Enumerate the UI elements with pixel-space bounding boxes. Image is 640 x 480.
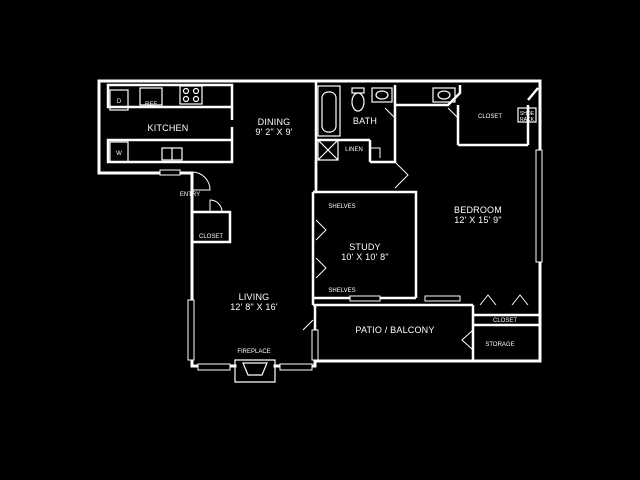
study-closet-door-2: [315, 257, 327, 279]
dining-label: DINING: [258, 117, 291, 127]
doors: [191, 107, 529, 351]
fixtures: [109, 85, 537, 383]
dining-size: 9' 2" X 9': [255, 127, 292, 137]
washer: [109, 141, 129, 163]
closet-entry-label: CLOSET: [199, 234, 223, 240]
shoe-rack: [517, 107, 537, 123]
bedroom-label: BEDROOM: [454, 205, 502, 215]
stove: [179, 85, 203, 105]
living-window: [187, 299, 195, 361]
closet-bedroom-label: CLOSET: [478, 114, 502, 120]
bedroom-window: [535, 149, 543, 263]
labels: KITCHEN DINING 9' 2" X 9' BATH BEDROOM 1…: [116, 99, 535, 355]
bedroom-size: 12' X 15' 9": [454, 215, 502, 225]
closet-bedroom-door: [447, 107, 459, 128]
bath-door: [394, 161, 409, 189]
study-closet-door: [315, 219, 327, 241]
rack-label: RACK: [520, 117, 535, 123]
closet-bedroom-lower-label: CLOSET: [493, 318, 517, 324]
fireplace-label: FIREPLACE: [237, 349, 270, 355]
bath-sink-2: [432, 87, 456, 103]
study-size: 10' X 10' 8": [341, 252, 389, 262]
storage-door: [461, 329, 474, 351]
windows: [159, 149, 543, 371]
shelves-top-label: SHELVES: [328, 204, 355, 210]
dryer: [109, 89, 129, 111]
patio-window: [311, 329, 319, 361]
kitchen-window: [159, 169, 181, 176]
living-window-right: [279, 363, 313, 371]
linen-label: LINEN: [345, 147, 363, 153]
study-window: [349, 295, 381, 302]
bath-label: BATH: [353, 116, 377, 126]
bedroom-patio-window: [424, 295, 461, 302]
ref-label: REF: [145, 102, 157, 108]
refrigerator: [139, 87, 163, 106]
bathtub: [317, 85, 341, 137]
living-window-left: [197, 363, 231, 371]
living-label: LIVING: [239, 292, 270, 302]
dryer-label: D: [117, 99, 122, 105]
washer-label: W: [116, 151, 122, 157]
fireplace-unit: [234, 359, 276, 383]
shoe-label: SHOE: [520, 111, 535, 117]
bath-sink: [371, 87, 393, 103]
bedroom-closet-door: [479, 294, 497, 306]
entry-label: ENTRY: [180, 192, 200, 198]
kitchen-label: KITCHEN: [148, 123, 189, 133]
shower: [317, 139, 339, 161]
study-label: STUDY: [349, 242, 381, 252]
patio-label: PATIO / BALCONY: [355, 325, 434, 335]
storage-label: STORAGE: [485, 342, 514, 348]
closet-door: [209, 199, 223, 213]
shelves-bottom-label: SHELVES: [328, 288, 355, 294]
entry-door: [191, 171, 211, 191]
living-size: 12' 8" X 16': [230, 302, 278, 312]
